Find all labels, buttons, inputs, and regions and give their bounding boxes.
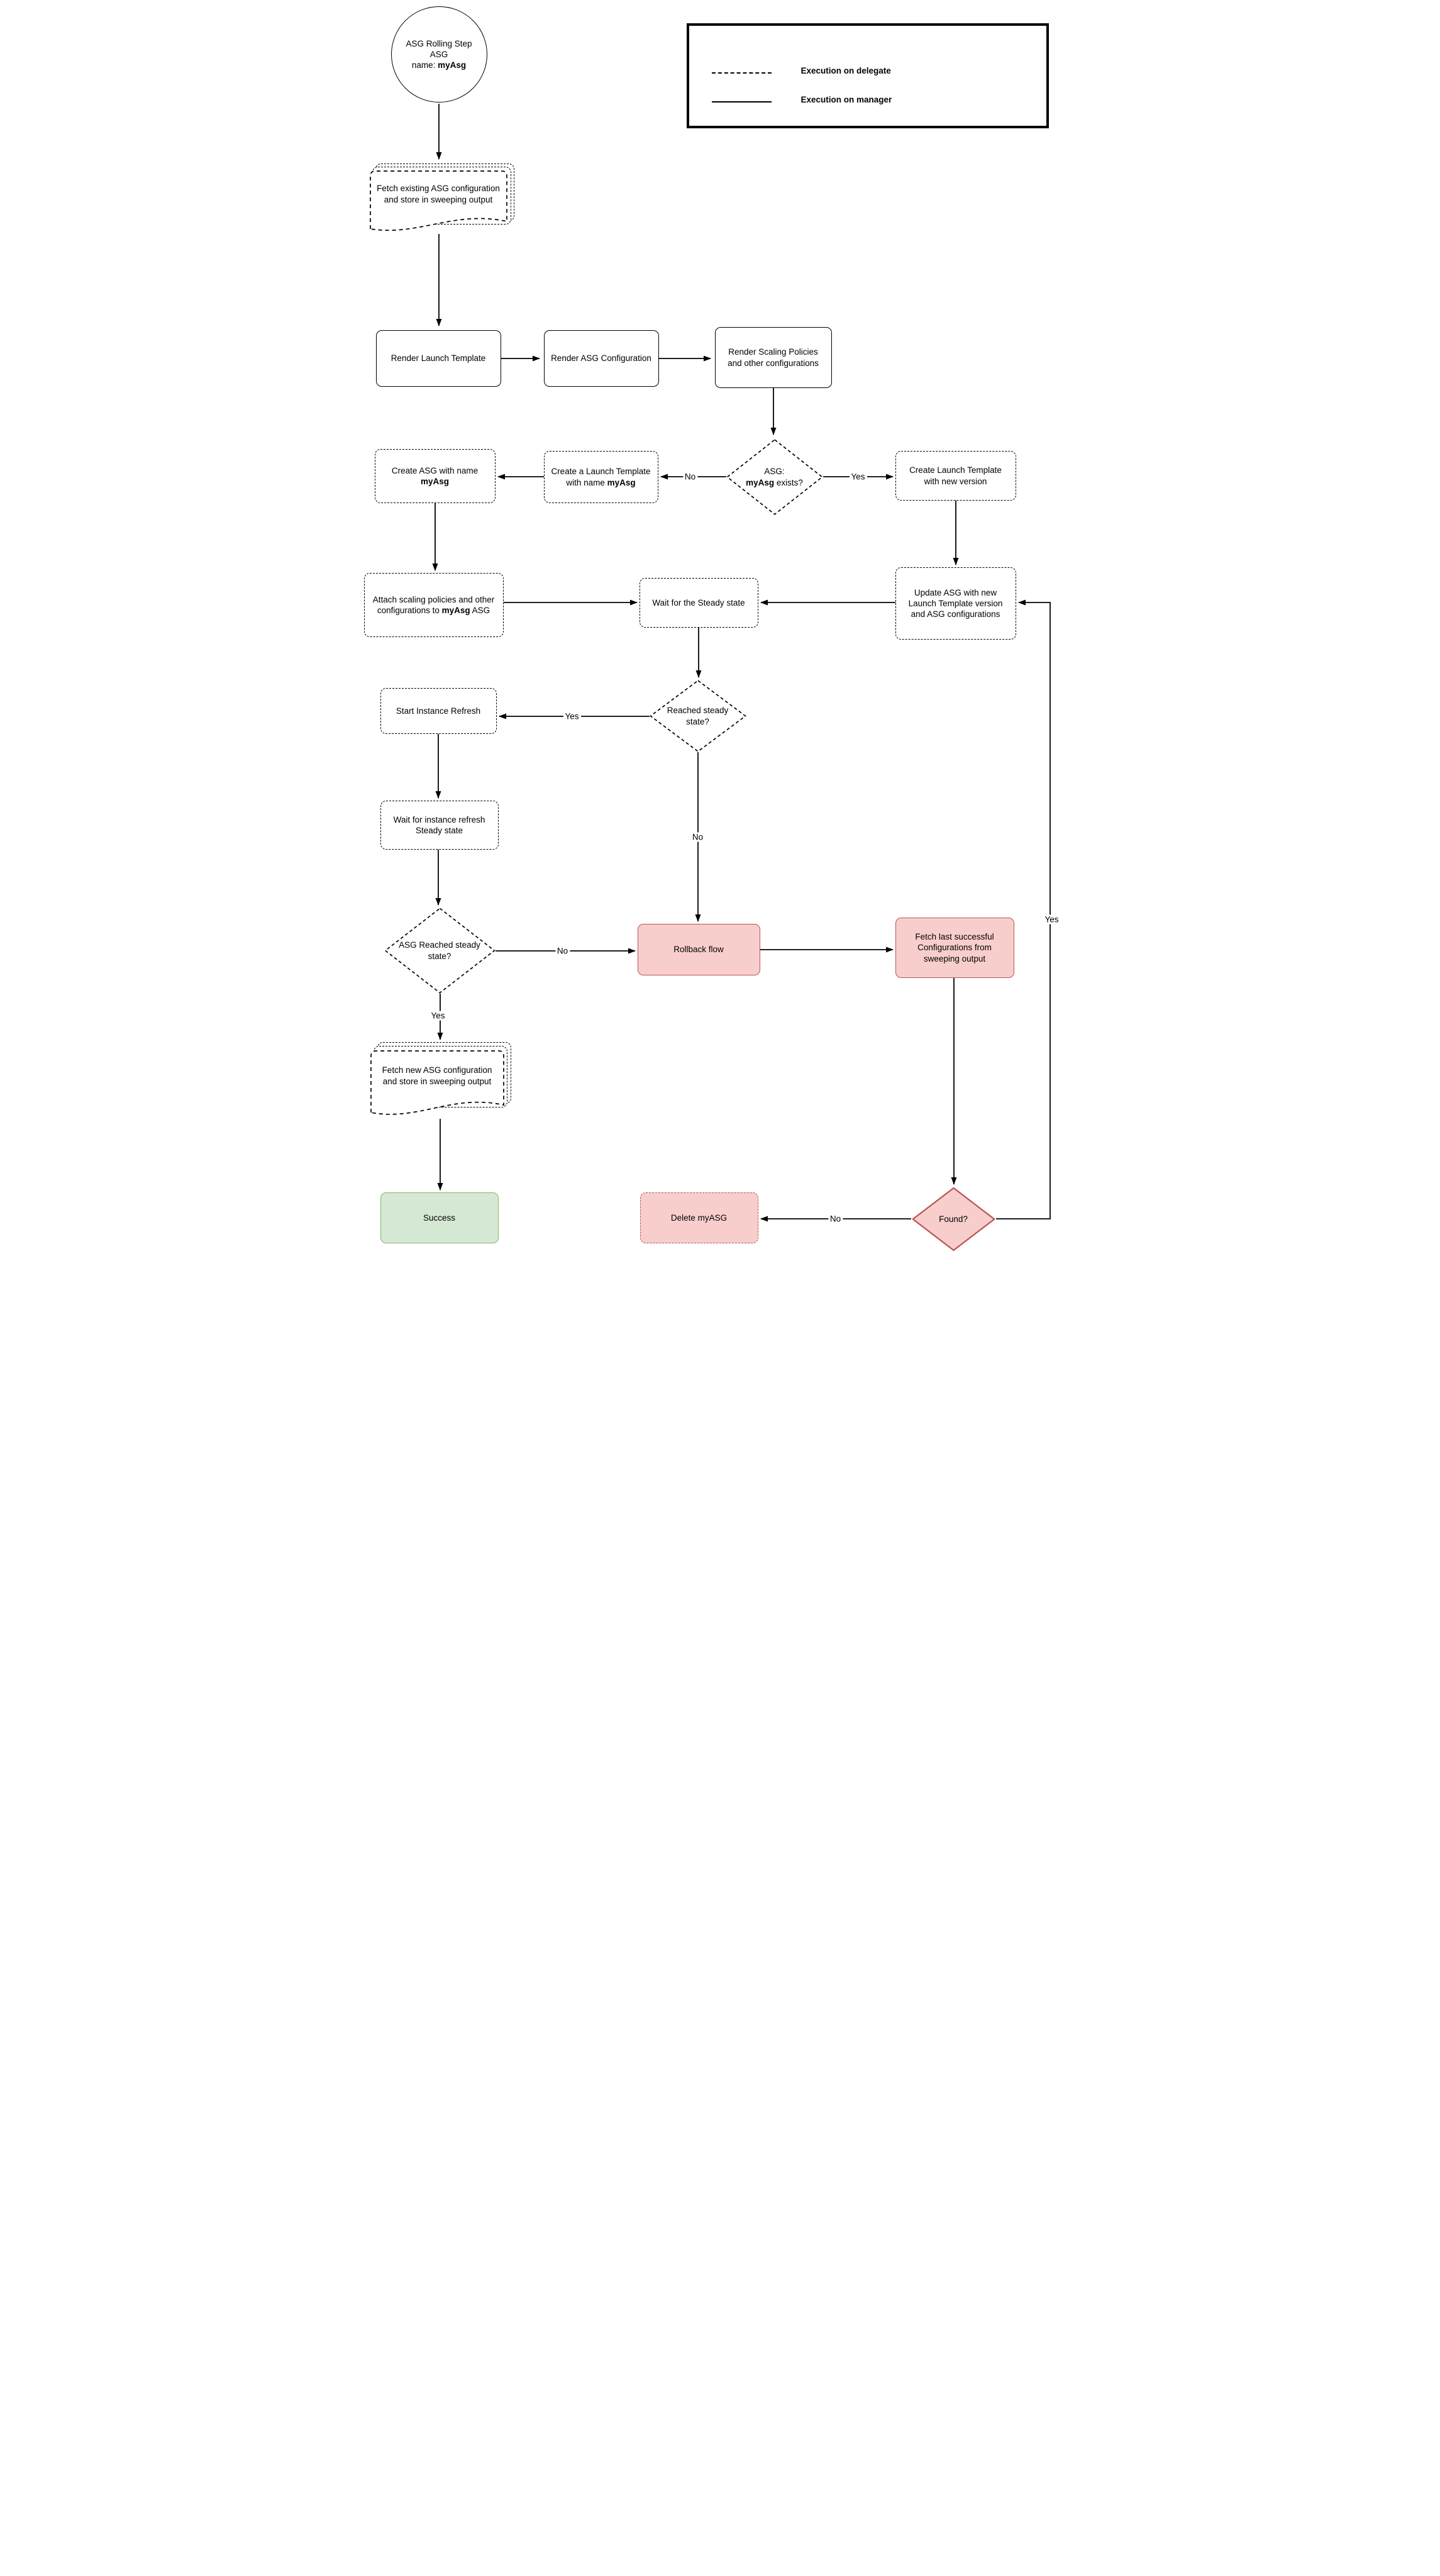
legend-label-delegate: Execution on delegate [800, 66, 891, 75]
update-asg-node: Update ASG with new Launch Template vers… [895, 567, 1016, 640]
edge-label-yes: Yes [1043, 914, 1061, 924]
attach-scaling-policies-node: Attach scaling policies and other config… [363, 573, 504, 637]
delete-myasg-node: Delete myASG [640, 1192, 758, 1243]
asg-reached-steady-label: ASG Reached steady state? [399, 940, 480, 961]
fetch-new-label: Fetch new ASG configuration and store in… [382, 1065, 492, 1086]
start-instance-refresh-node: Start Instance Refresh [380, 688, 497, 734]
start-line3: name: myAsg [411, 60, 467, 70]
wait-instance-refresh-node: Wait for instance refresh Steady state [380, 801, 499, 850]
flowchart-canvas: Execution on delegate Execution on manag… [360, 0, 1080, 1288]
legend-row-manager: Execution on manager [689, 94, 1046, 110]
edge-found-yes-to-update-asg [995, 599, 1051, 1219]
edge-label-no: No [690, 832, 706, 842]
legend-row-delegate: Execution on delegate [689, 65, 1046, 81]
fetch-existing-node: Fetch existing ASG configuration and sto… [369, 164, 514, 234]
edge-label-no: No [682, 472, 698, 482]
edge-label-yes: Yes [429, 1011, 447, 1021]
start-node: ASG Rolling Step ASG name: myAsg [390, 6, 487, 103]
legend: Execution on delegate Execution on manag… [686, 23, 1049, 128]
fetch-new-node: Fetch new ASG configuration and store in… [370, 1042, 511, 1119]
found-label: Found? [939, 1214, 968, 1224]
reached-steady-decision: Reached steady state? [650, 680, 746, 752]
edge-label-no: No [828, 1214, 843, 1224]
reached-steady-label: Reached steady state? [667, 706, 729, 726]
render-asg-configuration-node: Render ASG Configuration [543, 330, 659, 387]
start-line1: ASG Rolling Step [406, 38, 472, 48]
create-launch-template-new-version-node: Create Launch Template with new version [895, 451, 1016, 501]
edge-label-no: No [555, 946, 570, 956]
legend-label-manager: Execution on manager [800, 95, 892, 104]
edge-label-yes: Yes [563, 711, 581, 721]
asg-exists-decision: ASG:myAsg exists? [726, 439, 823, 515]
fetch-last-successful-node: Fetch last successful Configurations fro… [895, 918, 1014, 978]
asg-reached-steady-decision: ASG Reached steady state? [384, 908, 496, 994]
edge-label-yes: Yes [849, 472, 867, 482]
rollback-node: Rollback flow [637, 924, 760, 975]
render-launch-template-node: Render Launch Template [375, 330, 501, 387]
success-node: Success [380, 1192, 499, 1243]
create-asg-node: Create ASG with name myAsg [374, 449, 496, 503]
create-launch-template-named-node: Create a Launch Template with name myAsg [543, 451, 658, 503]
asg-exists-label: ASG:myAsg exists? [746, 467, 803, 487]
wait-steady-node: Wait for the Steady state [639, 578, 758, 628]
start-line2: ASG [429, 49, 448, 59]
fetch-existing-label: Fetch existing ASG configuration and sto… [377, 184, 500, 204]
found-decision: Found? [911, 1187, 996, 1252]
solid-line-sample [711, 101, 772, 103]
render-scaling-policies-node: Render Scaling Policies and other config… [714, 327, 832, 388]
dashed-line-sample [711, 72, 772, 74]
